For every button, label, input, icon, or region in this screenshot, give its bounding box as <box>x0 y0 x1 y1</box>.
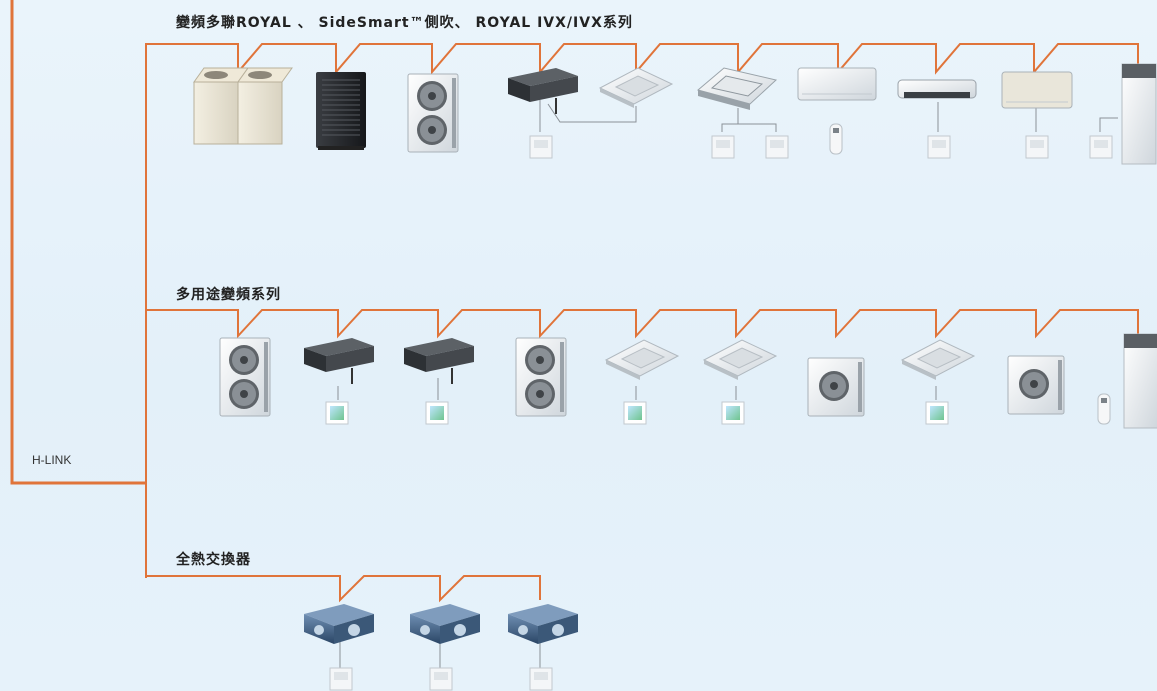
row-title-erv: 全熱交換器 <box>176 552 251 568</box>
color-lcd-controller-icon <box>425 401 449 425</box>
wired-controller-icon <box>1089 135 1113 159</box>
four-way-cassette-icon <box>702 339 778 380</box>
single-fan-outdoor-unit-icon <box>1007 355 1065 415</box>
controller-wire <box>1099 117 1118 132</box>
ducted-indoor-unit-icon <box>508 68 578 114</box>
color-lcd-controller-icon <box>325 401 349 425</box>
wired-controller-icon <box>529 667 553 691</box>
two-fan-outdoor-unit-icon <box>219 337 271 417</box>
four-way-cassette-icon <box>598 67 674 108</box>
controller-wire <box>738 123 777 132</box>
wireless-remote-icon <box>829 123 843 155</box>
two-way-cassette-icon <box>696 67 778 110</box>
equipment-group <box>193 63 1157 691</box>
wired-controller-icon <box>429 667 453 691</box>
single-fan-outdoor-unit-icon <box>807 357 865 417</box>
wired-controller-icon <box>329 667 353 691</box>
wired-controller-icon <box>927 135 951 159</box>
h-link-label: H-LINK <box>32 453 72 467</box>
controller-wire <box>721 108 739 132</box>
heat-exchanger-icon <box>410 604 480 644</box>
wire-row-multi <box>146 309 1139 339</box>
h-link-main-bus <box>10 0 146 485</box>
wired-controller-icon <box>529 135 553 159</box>
wall-mounted-unit-icon <box>797 67 877 101</box>
two-fan-outdoor-unit-icon <box>407 73 459 153</box>
four-way-cassette-icon <box>900 339 976 380</box>
color-lcd-controller-icon <box>721 401 745 425</box>
color-lcd-controller-icon <box>623 401 647 425</box>
heat-exchanger-icon <box>304 604 374 644</box>
color-lcd-controller-icon <box>925 401 949 425</box>
wired-controller-icon <box>711 135 735 159</box>
ducted-indoor-unit-icon <box>404 338 474 384</box>
two-fan-outdoor-unit-icon <box>515 337 567 417</box>
four-way-cassette-icon <box>604 339 680 380</box>
row-title-vrf: 變頻多聯ROYAL 、 SideSmart™側吹、 ROYAL IVX/IVX系… <box>176 15 633 31</box>
floor-standing-unit-icon <box>1123 333 1157 429</box>
wall-mounted-unit-icon <box>1001 71 1073 109</box>
wire-row-erv <box>145 483 541 603</box>
heat-exchanger-icon <box>508 604 578 644</box>
wire-row-vrf <box>145 43 1139 75</box>
ceiling-suspended-unit-icon <box>897 79 977 99</box>
wired-controller-icon <box>1025 135 1049 159</box>
vrf-twin-outdoor-unit-icon <box>193 67 293 145</box>
floor-standing-unit-icon <box>1121 63 1157 165</box>
ducted-indoor-unit-icon <box>304 338 374 384</box>
wireless-remote-icon <box>1097 393 1111 425</box>
sidesmart-outdoor-unit-icon <box>316 72 366 150</box>
row-title-multi: 多用途變頻系列 <box>176 287 281 303</box>
wired-controller-icon <box>765 135 789 159</box>
cassette-link-wire <box>547 103 637 123</box>
